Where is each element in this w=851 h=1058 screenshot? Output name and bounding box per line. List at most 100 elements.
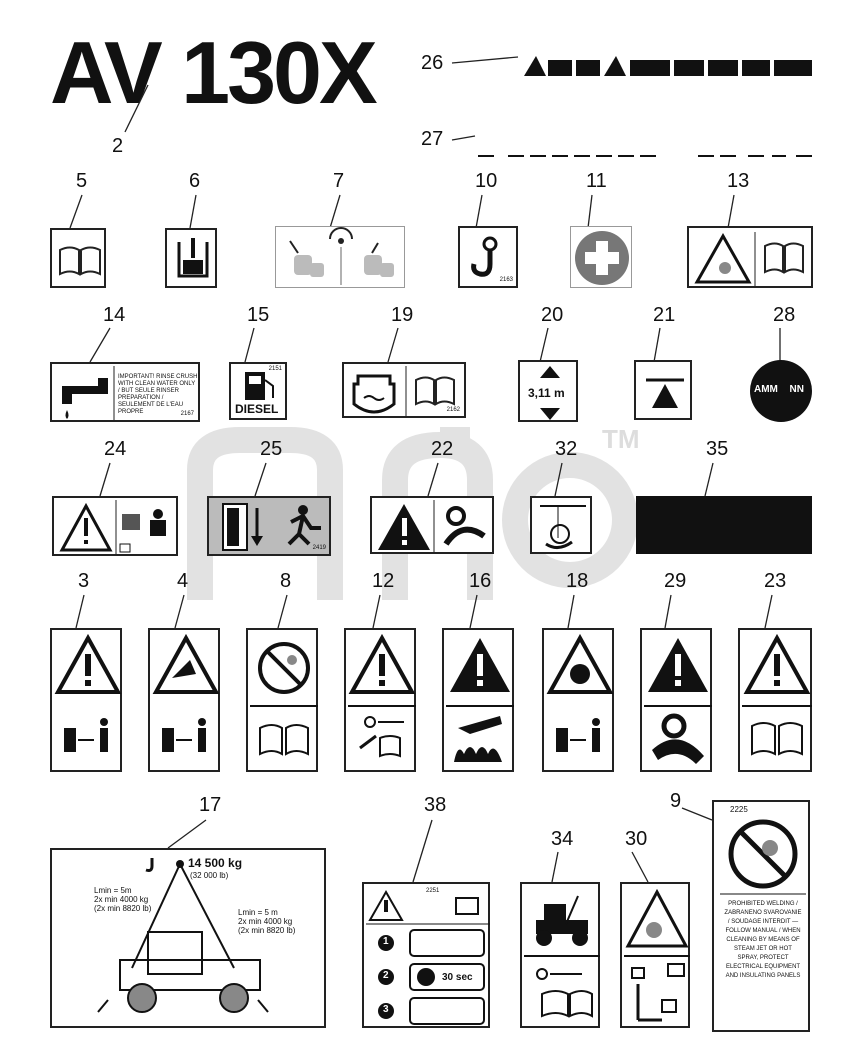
decal-5-manual [50,228,106,288]
callout-25: 25 [260,438,283,460]
hydraulic-tank-icon [177,238,209,278]
drum-hazard-icon [540,505,586,549]
warning-remove-key-icon [348,633,416,758]
decal-38-time: 30 sec [442,972,473,983]
decal-6-hydraulic-tank [165,228,217,288]
decal-35-black-strip [636,496,812,554]
decal-11-first-aid [570,226,632,288]
decal-17-left-block: Lmin = 5m 2x min 4000 kg (2x min 8820 lb… [94,886,151,913]
callout-11: 11 [586,170,607,192]
callout-26: 26 [421,52,444,74]
callout-13: 13 [727,170,750,192]
callout-27: 27 [421,128,444,150]
callout-29: 29 [664,570,687,592]
warning-belt-entanglement-icon [378,500,486,554]
decal-17-left-line-3: (2x min 8820 lb) [94,904,152,913]
callout-17: 17 [199,794,222,816]
decal-38-step-3: 3 [383,1004,389,1015]
decal-14-text: IMPORTANT! RINSE CRUSH WITH CLEAN WATER … [118,374,198,415]
decal-14-code: 2167 [180,411,194,417]
decal-9-text: PROHIBITED WELDING / ZABRANENO SVAROVANI… [724,901,802,979]
decal-10-lifting-hook: 2163 [458,226,518,288]
callout-30: 30 [625,828,648,850]
callout-14: 14 [103,304,126,326]
decal-12-warning-key [344,628,416,772]
callout-12: 12 [372,570,395,592]
decal-17-weight-lb: (32 000 lb) [190,871,229,880]
emergency-exit-icon [222,503,321,551]
decal-14-water-tap: IMPORTANT! RINSE CRUSH WITH CLEAN WATER … [50,362,200,422]
decal-21-lift-point [634,360,692,420]
decal-17-lifting-diagram: 14 500 kg (32 000 lb) Lmin = 5m 2x min 4… [50,848,326,1028]
decal-24-warning-seat [52,496,178,556]
warning-read-manual-icon [742,633,812,756]
decal-8-no-welding-manual [246,628,318,772]
decal-17-right-block: Lmin = 5 m 2x min 4000 kg (2x min 8820 l… [238,908,295,935]
decal-15-label: DIESEL [235,402,279,416]
decal-29-belt-hazard [640,628,712,772]
decal-38-step-1: 1 [383,936,389,947]
book-icon [59,246,101,276]
decal-38-code: 2251 [426,888,440,894]
model-title: AV 130X [50,23,378,122]
decal-9-no-welding-text: 2225 PROHIBITED WELDING / ZABRANENO SVAR… [712,800,810,1032]
water-tap-icon [62,366,115,422]
callout-34: 34 [551,828,574,850]
callout-18: 18 [566,570,589,592]
decal-15-diesel: DIESEL 2151 [229,362,287,420]
decal-3-warning-distance [50,628,122,772]
decal-18-warning-fan [542,628,614,772]
decal-7-seat-rotation [275,226,405,288]
decal-4-warning-crush-distance [148,628,220,772]
decal-28-ammann-disc: AMM NN [750,360,812,422]
callout-23: 23 [764,570,787,592]
decal-17-right-line-2: 2x min 4000 kg [238,917,293,926]
decal-23-warning-manual [738,628,812,772]
callout-24: 24 [104,438,127,460]
decal-17-right-line-1: Lmin = 5 m [238,908,278,917]
callout-38: 38 [424,794,447,816]
decal-16-hot-surface [442,628,514,772]
decal-20-label: 3,11 m [528,386,565,400]
warning-belt-hazard-icon [644,638,712,764]
decal-38-step-2: 2 [383,970,389,981]
warning-crush-manual-icon [694,232,804,286]
callout-22: 22 [431,438,454,460]
warning-keep-distance-icon [54,633,122,752]
first-aid-icon [575,231,629,285]
lifting-diagram-icon [97,858,269,1013]
warning-seatbelt-icon [59,500,166,556]
decal-22-warning-entanglement [370,496,494,554]
decal-13-warning-manual [687,226,813,288]
decal-17-weight: 14 500 kg [188,856,243,870]
decal-34-roller-key [520,882,600,1028]
decal-17-right-line-3: (2x min 8820 lb) [238,926,296,935]
hook-icon [471,236,498,277]
decal-30-crush-lock [620,882,690,1028]
callout-28: 28 [773,304,796,326]
callout-10: 10 [475,170,498,192]
decal-28-right: NN [789,384,804,395]
callout-35: 35 [706,438,729,460]
height-arrows-icon [540,366,560,420]
lift-point-icon [646,378,684,408]
callout-9: 9 [670,790,682,812]
callout-8: 8 [280,570,292,592]
watermark-tm: TM [602,424,640,454]
no-welding-manual-icon [250,642,318,756]
crush-lock-icon [624,888,690,1022]
callout-3: 3 [78,570,90,592]
callout-16: 16 [469,570,492,592]
decal-38-startup-procedure: 2251 1 2 3 30 sec [362,882,490,1028]
callout-4: 4 [177,570,189,592]
decal-25-code: 2419 [312,545,326,551]
decal-19-engine-manual: 2162 [342,362,466,418]
decal-25-emergency-exit: 2419 [207,496,331,556]
decal-15-code: 2151 [268,366,282,372]
callout-6: 6 [189,170,201,192]
seat-rotation-icon [289,227,394,285]
callout-20: 20 [541,304,564,326]
warning-crush-distance-icon [152,633,220,752]
fuel-pump-icon [245,372,274,400]
callout-7: 7 [333,170,345,192]
